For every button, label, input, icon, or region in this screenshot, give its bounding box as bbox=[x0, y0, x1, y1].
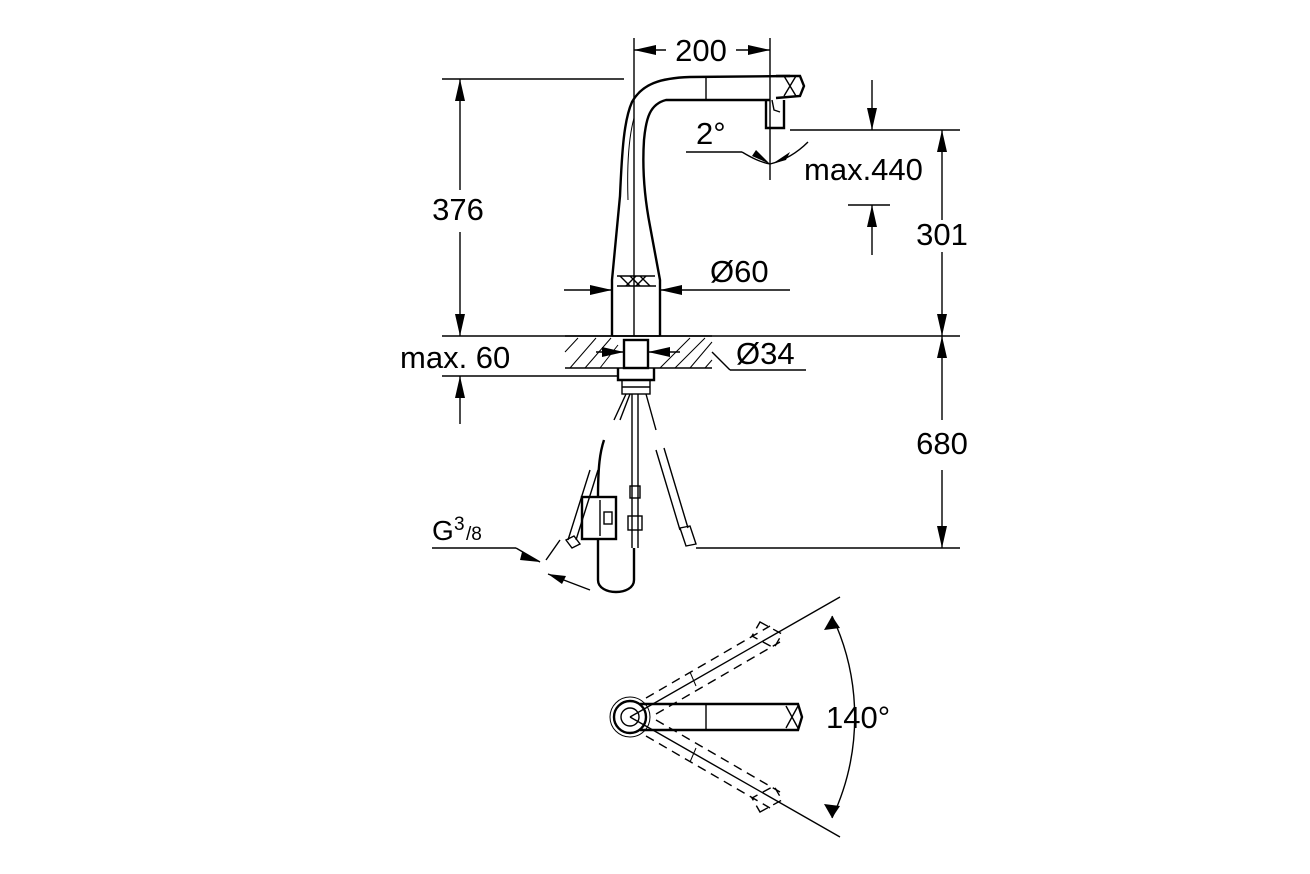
countertop bbox=[564, 335, 713, 395]
label-hole-diameter: Ø34 bbox=[736, 336, 795, 371]
top-view-swivel bbox=[609, 596, 856, 838]
label-spout-angle: 2° bbox=[696, 116, 726, 151]
faucet-body bbox=[610, 74, 806, 337]
label-connection-base: G bbox=[432, 515, 454, 546]
label-max-pullout: max.440 bbox=[804, 152, 923, 187]
label-height-total: 376 bbox=[432, 192, 484, 227]
label-connection-sup: 3 bbox=[454, 514, 465, 535]
label-connection-sub: /8 bbox=[466, 524, 482, 545]
label-swivel-angle: 140° bbox=[826, 700, 890, 735]
label-max-deck: max. 60 bbox=[400, 340, 510, 375]
label-base-diameter: Ø60 bbox=[710, 254, 769, 289]
label-spout-reach: 200 bbox=[675, 33, 727, 68]
label-connection: G 3 /8 bbox=[432, 514, 482, 546]
supply-hoses bbox=[545, 393, 697, 594]
label-hose-length: 680 bbox=[916, 426, 968, 461]
dimension-lines bbox=[432, 38, 960, 591]
label-spout-height: 301 bbox=[916, 217, 968, 252]
